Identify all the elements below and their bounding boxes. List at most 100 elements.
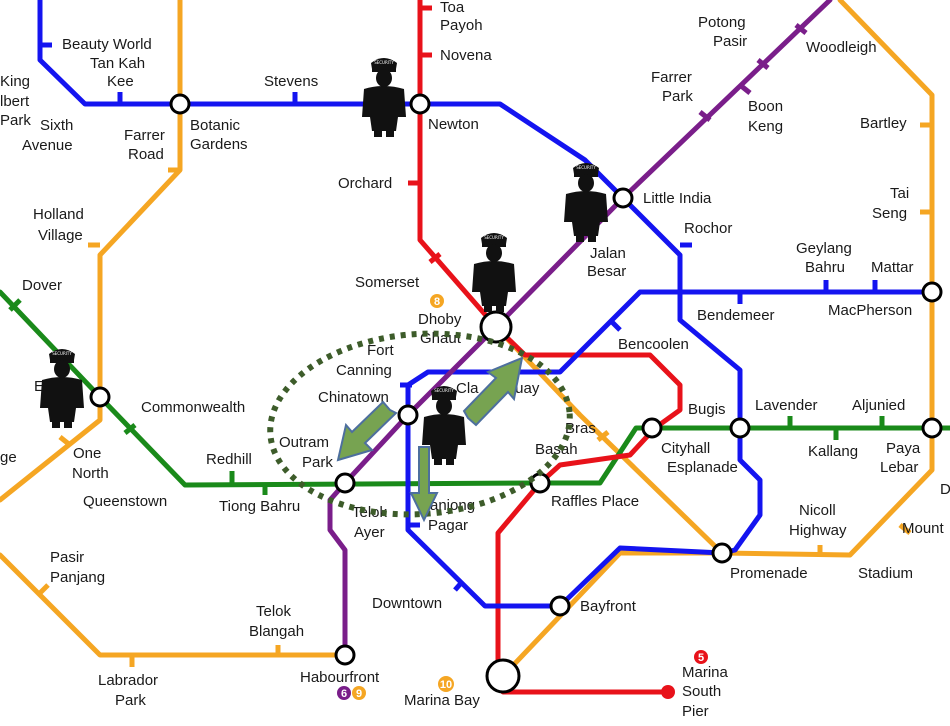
label-pasir-panjang-1: Pasir — [50, 549, 84, 566]
label-tan-kah-kee-1: Tan Kah — [90, 55, 145, 72]
label-farrer-park-2: Park — [662, 88, 693, 105]
interchange-paya-lebar[interactable] — [921, 417, 943, 439]
label-king-albert-3: Park — [0, 112, 31, 129]
guard-label: SECURITY — [52, 351, 72, 356]
label-redhill: Redhill — [206, 451, 252, 468]
interchange-marina-bay[interactable] — [485, 658, 521, 694]
label-labrador-1: Labrador — [98, 672, 158, 689]
label-telok-blangah-1: Telok — [256, 603, 292, 620]
label-macpherson: MacPherson — [828, 302, 912, 319]
label-marina-south-1: Marina — [682, 664, 729, 681]
label-marina-south-2: South — [682, 683, 721, 700]
interchange-bayfront[interactable] — [549, 595, 571, 617]
label-dhoby-2: Ghaut — [420, 330, 462, 347]
label-queenstown: Queenstown — [83, 493, 167, 510]
label-boon-keng-2: Keng — [748, 118, 783, 135]
label-edge-d: D — [940, 481, 950, 498]
label-tanjong-pagar-1: anjong — [430, 497, 475, 514]
label-habourfront: Habourfront — [300, 669, 380, 686]
label-mattar: Mattar — [871, 259, 914, 276]
label-holland-2: Village — [38, 227, 83, 244]
label-bugis: Bugis — [688, 401, 726, 418]
arrow-to-outram — [336, 400, 398, 462]
interchange-newton[interactable] — [409, 93, 431, 115]
label-novena: Novena — [440, 47, 492, 64]
label-labrador-2: Park — [115, 692, 146, 709]
label-potong-pasir-2: Pasir — [713, 33, 747, 50]
label-tiong-bahru: Tiong Bahru — [219, 498, 300, 515]
interchange-outram-park[interactable] — [334, 472, 356, 494]
label-boon-keng-1: Boon — [748, 98, 783, 115]
interchange-commonwealth[interactable] — [89, 386, 111, 408]
flow-arrows — [336, 356, 524, 523]
label-kallang: Kallang — [808, 443, 858, 460]
label-jalan-besar-2: Besar — [587, 263, 626, 280]
label-potong-pasir-1: Potong — [698, 14, 746, 31]
label-telok-blangah-2: Blangah — [249, 623, 304, 640]
terminus-marina-south-pier[interactable] — [661, 685, 675, 699]
guard-label: SECURITY — [374, 60, 394, 65]
label-stadium: Stadium — [858, 565, 913, 582]
interchange-bugis[interactable] — [729, 417, 751, 439]
interchange-botanic-gardens[interactable] — [169, 93, 191, 115]
label-sixth-avenue-1: Sixth — [40, 117, 73, 134]
label-telok-ayer-2: Ayer — [354, 524, 385, 541]
label-outram-2: Park — [302, 454, 333, 471]
label-outram-1: Outram — [279, 434, 329, 451]
label-fort-canning-2: Canning — [336, 362, 392, 379]
label-holland-1: Holland — [33, 206, 84, 223]
interchange-promenade[interactable] — [711, 542, 733, 564]
label-aljunied: Aljunied — [852, 397, 905, 414]
label-commonwealth: Commonwealth — [141, 399, 245, 416]
interchange-little-india[interactable] — [612, 187, 634, 209]
line-ticks — [8, 5, 932, 667]
badge-habour-orange: 9 — [356, 688, 362, 700]
label-pasir-panjang-2: Panjang — [50, 569, 105, 586]
label-marina-bay: Marina Bay — [404, 692, 480, 709]
guard-label: SECURITY — [434, 388, 454, 393]
interchange-macpherson[interactable] — [921, 281, 943, 303]
label-mountbatten: Mount — [902, 520, 945, 537]
label-bayfront: Bayfront — [580, 598, 637, 615]
label-woodleigh: Woodleigh — [806, 39, 877, 56]
label-one-north-2: North — [72, 465, 109, 482]
interchange-cityhall[interactable] — [641, 417, 663, 439]
label-bencoolen: Bencoolen — [618, 336, 689, 353]
badge-dhoby: 8 — [434, 296, 440, 308]
label-edge-ge: ge — [0, 449, 17, 466]
label-tanjong-pagar-2: Pagar — [428, 517, 468, 534]
label-orchard: Orchard — [338, 175, 392, 192]
label-bras-basah-1: Bras — [565, 420, 596, 437]
label-toa-payoh-1: Toa — [440, 0, 465, 16]
label-tan-kah-kee-2: Kee — [107, 73, 134, 90]
arrow-to-tanjong — [409, 446, 439, 523]
label-farrer-road-1: Farrer — [124, 127, 165, 144]
label-downtown: Downtown — [372, 595, 442, 612]
line-badges: 8 6 9 10 5 — [337, 294, 708, 700]
orange-line — [0, 0, 183, 503]
label-paya-lebar-1: Paya — [886, 440, 921, 457]
interchange-raffles-place[interactable] — [529, 472, 551, 494]
label-beauty-world: Beauty World — [62, 36, 152, 53]
label-geylang-1: Geylang — [796, 240, 852, 257]
label-chinatown: Chinatown — [318, 389, 389, 406]
label-cityhall-2: Esplanade — [667, 459, 738, 476]
guard-label: SECURITY — [576, 165, 596, 170]
label-dover: Dover — [22, 277, 62, 294]
label-king-albert-2: lbert — [0, 93, 30, 110]
interchange-chinatown[interactable] — [397, 404, 419, 426]
interchange-dhoby-ghaut[interactable] — [479, 310, 513, 344]
label-newton: Newton — [428, 116, 479, 133]
interchange-habourfront[interactable] — [334, 644, 356, 666]
badge-habour-purple: 6 — [341, 688, 347, 700]
security-guard-dhoby-ghaut: SECURITY — [472, 233, 516, 312]
label-paya-lebar-2: Lebar — [880, 459, 918, 476]
interchange-markers — [89, 93, 943, 699]
label-bendemeer: Bendemeer — [697, 307, 775, 324]
label-raffles-place: Raffles Place — [551, 493, 639, 510]
badge-marina-south: 5 — [698, 652, 704, 664]
orange-line-west — [0, 552, 348, 658]
label-promenade: Promenade — [730, 565, 808, 582]
label-sixth-avenue-2: Avenue — [22, 137, 73, 154]
